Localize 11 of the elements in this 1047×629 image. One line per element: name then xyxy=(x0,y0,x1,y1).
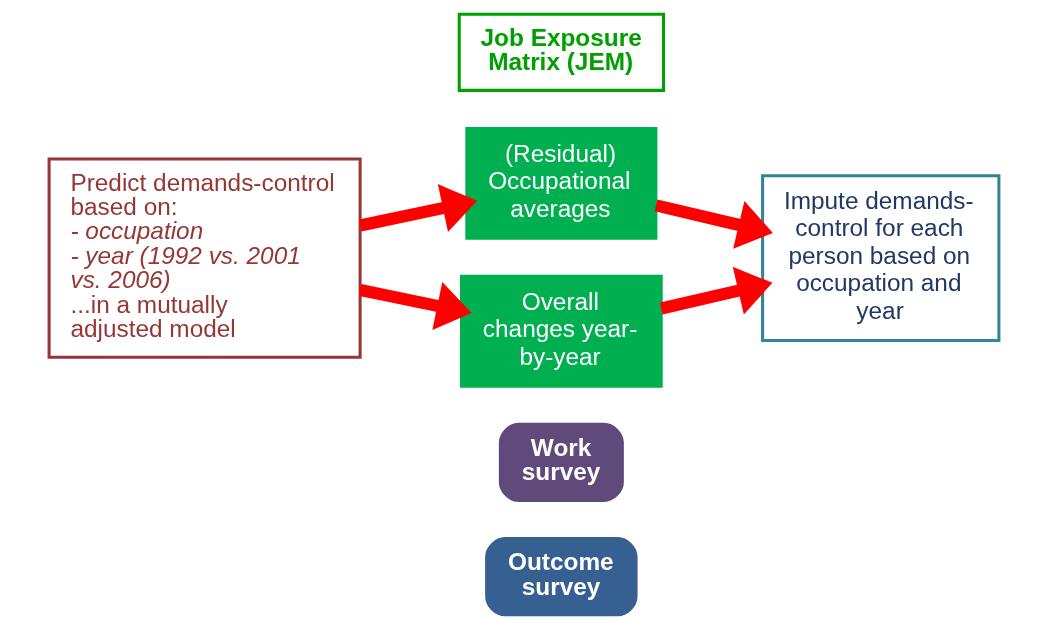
node-box: Work survey xyxy=(498,422,624,503)
node-box: Impute demands-control for each person based on occupation and year xyxy=(760,174,1000,342)
node-box: Job Exposure Matrix (JEM) xyxy=(457,12,665,92)
node-box: Overall changes year-by-year xyxy=(459,274,663,388)
node-box: Outcome survey xyxy=(484,537,638,617)
node-box: Predict demands-control based on: - occupation - year (1992 vs. 2001 vs. 2006) ...in a mutually adjusted model xyxy=(47,157,362,359)
arrow xyxy=(659,266,772,315)
arrow xyxy=(654,199,773,249)
arrow xyxy=(358,281,472,330)
arrow xyxy=(358,184,477,233)
node-box: (Residual) Occupational averages xyxy=(464,126,657,240)
